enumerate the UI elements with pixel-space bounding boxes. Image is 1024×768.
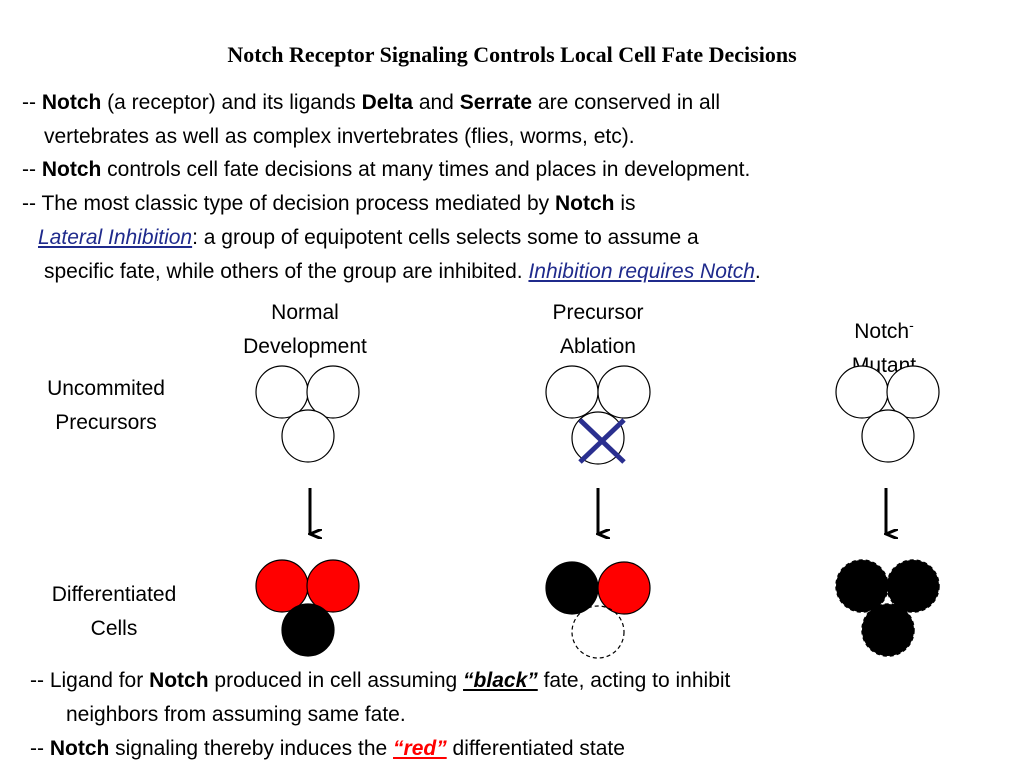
inhibition-requires-notch: Inhibition requires Notch xyxy=(528,260,755,283)
normal-diff-cell-bottom-black xyxy=(281,603,335,657)
mutant-precursor-cell-bottom xyxy=(861,409,915,463)
intro-line-4: -- The most classic type of decision pro… xyxy=(22,192,636,215)
row-uncommitted-precursors: Uncommited Precursors xyxy=(47,377,165,434)
ablation-x-icon xyxy=(578,418,626,464)
ablation-diff-cell-bottom-ablated xyxy=(571,605,625,659)
mutant-diff-cell-left-black xyxy=(835,559,889,613)
ablation-diff-cell-left-black xyxy=(545,561,599,615)
footer-line-3: -- Notch signaling thereby induces the “… xyxy=(30,737,625,760)
column-precursor-ablation: Precursor Ablation xyxy=(552,301,644,358)
mutant-diff-cell-right-black xyxy=(886,559,940,613)
column-normal-development: Normal Development xyxy=(243,301,367,358)
intro-line-3: -- Notch controls cell fate decisions at… xyxy=(22,158,751,181)
normal-precursor-cell-right xyxy=(306,365,360,419)
normal-diff-cell-right-red xyxy=(306,559,360,613)
footer-line-2: neighbors from assuming same fate. xyxy=(66,703,406,726)
normal-precursor-cell-left xyxy=(255,365,309,419)
normal-diff-cell-left-red xyxy=(255,559,309,613)
red-state-term: “red” xyxy=(393,737,447,760)
intro-line-5: Lateral Inhibition: a group of equipoten… xyxy=(38,226,699,249)
intro-line-2: vertebrates as well as complex invertebr… xyxy=(44,125,635,148)
normal-precursor-cell-bottom xyxy=(281,409,335,463)
slide-title: Notch Receptor Signaling Controls Local … xyxy=(227,42,797,67)
mutant-diff-cell-bottom-black xyxy=(861,603,915,657)
mutant-precursor-cell-right xyxy=(886,365,940,419)
mutant-precursor-cell-left xyxy=(835,365,889,419)
black-fate-term: “black” xyxy=(463,669,538,692)
intro-line-6: specific fate, while others of the group… xyxy=(44,260,761,283)
footer-line-1: -- Ligand for Notch produced in cell ass… xyxy=(30,669,731,692)
row-differentiated-cells: Differentiated Cells xyxy=(51,583,177,640)
ablation-precursor-cell-right xyxy=(597,365,651,419)
lateral-inhibition-term: Lateral Inhibition xyxy=(38,226,193,249)
ablation-diff-cell-right-red xyxy=(597,561,651,615)
ablation-precursor-cell-left xyxy=(545,365,599,419)
intro-line-1: -- Notch (a receptor) and its ligands De… xyxy=(22,91,721,114)
